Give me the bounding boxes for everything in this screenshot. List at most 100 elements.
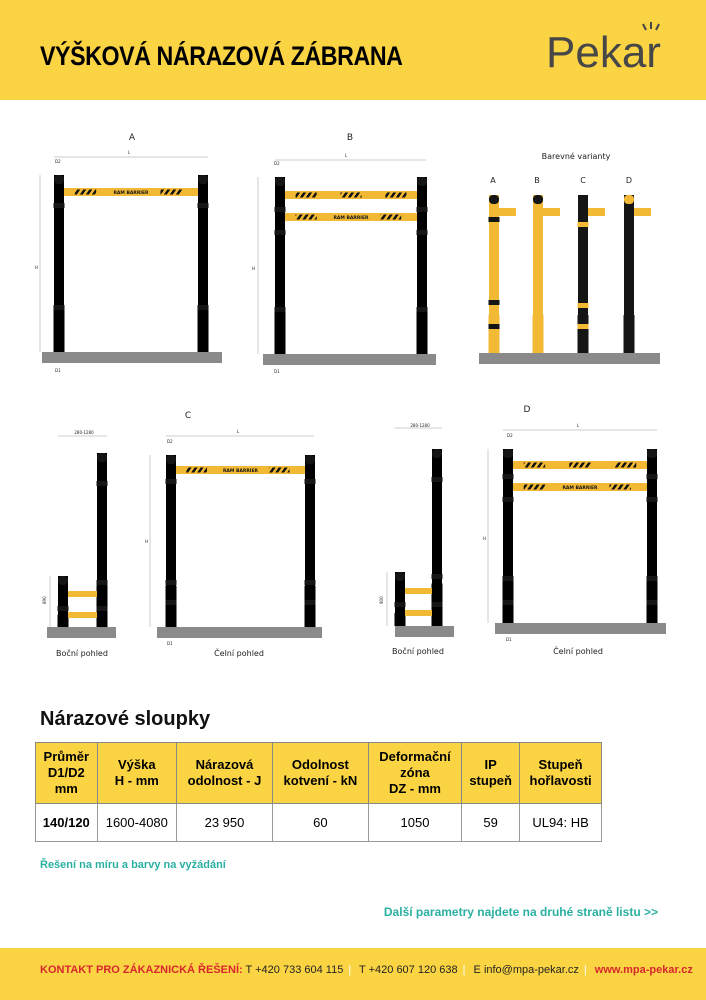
hazard-stripes bbox=[160, 189, 182, 195]
diagram-label-b: B bbox=[347, 133, 353, 143]
post-band bbox=[502, 497, 514, 502]
post-band bbox=[646, 600, 658, 605]
hazard-stripes bbox=[295, 214, 317, 220]
cell-anchoring: 60 bbox=[271, 803, 369, 842]
dim-d1-d: D1 bbox=[506, 637, 512, 642]
post-band bbox=[646, 474, 658, 479]
side-view-caption-1: Boční pohled bbox=[56, 648, 108, 658]
post bbox=[275, 177, 285, 354]
front-view-caption-2: Čelní pohled bbox=[553, 645, 603, 656]
post-band bbox=[304, 600, 316, 605]
side-rail bbox=[405, 610, 432, 616]
header-line: Výška bbox=[118, 757, 156, 772]
post-cap bbox=[275, 177, 285, 186]
side-rail bbox=[405, 588, 432, 594]
post bbox=[417, 177, 427, 354]
more-parameters-link[interactable]: Další parametry najdete na druhé straně … bbox=[383, 905, 658, 919]
post-base-sleeve bbox=[416, 311, 428, 354]
post-base-sleeve bbox=[532, 315, 544, 353]
post-cap bbox=[305, 455, 315, 464]
post-base-sleeve bbox=[577, 315, 589, 353]
arm-stub bbox=[498, 208, 516, 216]
post-band bbox=[96, 606, 108, 611]
section-title: Nárazové sloupky bbox=[40, 708, 211, 730]
color-variant-c: C bbox=[580, 176, 586, 185]
post-band bbox=[394, 602, 406, 607]
dim-l-d: L bbox=[577, 423, 580, 428]
dim-h-c: H bbox=[145, 539, 148, 544]
post-band bbox=[53, 305, 65, 310]
footer-contact: KONTAKT PRO ZÁKAZNICKÁ ŘEŠENÍ: T +420 73… bbox=[40, 964, 693, 976]
post-base-sleeve bbox=[394, 613, 406, 626]
side-rail bbox=[68, 591, 97, 597]
post-cap bbox=[54, 175, 64, 184]
post-band bbox=[431, 602, 443, 607]
beam-label: RAM BARRIER bbox=[113, 190, 149, 196]
side-rail bbox=[68, 612, 97, 618]
post-band bbox=[502, 576, 514, 581]
arm-stub bbox=[542, 208, 560, 216]
arm-stub bbox=[633, 208, 651, 216]
post-band bbox=[416, 230, 428, 235]
email[interactable]: E info@mpa-pekar.cz bbox=[473, 964, 579, 976]
hazard-stripes bbox=[74, 189, 97, 195]
phone-1[interactable]: T +420 733 604 115 bbox=[245, 964, 344, 976]
dim-h-d: H bbox=[483, 536, 486, 541]
header-line: Nárazová bbox=[195, 757, 254, 772]
table-row: 140/120 1600-4080 23 950 60 1050 59 UL94… bbox=[35, 803, 602, 842]
post-band bbox=[577, 303, 589, 308]
post-base-sleeve bbox=[304, 585, 316, 627]
cell-height: 1600-4080 bbox=[96, 803, 178, 842]
barrier-beam bbox=[176, 466, 305, 474]
phone-2[interactable]: T +420 607 120 638 bbox=[359, 964, 458, 976]
ground-slab bbox=[395, 626, 454, 637]
dim-d2-a: D2 bbox=[55, 159, 61, 164]
post-band bbox=[502, 600, 514, 605]
custom-solution-note: Řešení na míru a barvy na vyžádání bbox=[40, 859, 226, 871]
side-height-d: 900 bbox=[379, 596, 384, 604]
post-band bbox=[416, 207, 428, 212]
post bbox=[58, 576, 68, 627]
post-band bbox=[304, 580, 316, 585]
dim-h-b: H bbox=[252, 266, 255, 271]
post bbox=[97, 453, 107, 627]
post-cap bbox=[647, 449, 657, 458]
hazard-stripes bbox=[523, 462, 546, 468]
hazard-stripes bbox=[186, 467, 207, 473]
post-band bbox=[646, 576, 658, 581]
post-band bbox=[646, 497, 658, 502]
pekar-logo: Pekar bbox=[546, 28, 661, 77]
website-link[interactable]: www.mpa-pekar.cz bbox=[594, 964, 693, 976]
diagram-label-d: D bbox=[524, 405, 531, 415]
post-base-sleeve bbox=[197, 309, 209, 352]
post-band bbox=[197, 203, 209, 208]
cell-deformation: 1050 bbox=[367, 803, 463, 842]
post-band bbox=[416, 307, 428, 312]
post bbox=[198, 175, 208, 352]
post-band bbox=[96, 580, 108, 585]
color-variant-b: B bbox=[534, 176, 540, 185]
header-line: Průměr bbox=[43, 749, 90, 764]
header-line: stupeň bbox=[469, 773, 512, 788]
hazard-stripes bbox=[614, 462, 637, 468]
color-variant-d: D bbox=[626, 176, 632, 185]
post-cap bbox=[533, 195, 543, 204]
ground-slab bbox=[42, 352, 222, 363]
post-base-sleeve bbox=[488, 315, 500, 353]
footer-band bbox=[0, 948, 706, 1000]
post-band bbox=[274, 207, 286, 212]
header-band: VÝŠKOVÁ NÁRAZOVÁ ZÁBRANA Pekar bbox=[0, 0, 706, 100]
separator: | bbox=[348, 964, 352, 976]
post-band bbox=[165, 580, 177, 585]
post-band bbox=[197, 305, 209, 310]
post-cap bbox=[578, 195, 588, 204]
cell-flammability: UL94: HB bbox=[519, 803, 602, 842]
dim-d2-d: D2 bbox=[507, 433, 513, 438]
page-title: VÝŠKOVÁ NÁRAZOVÁ ZÁBRANA bbox=[40, 41, 403, 71]
color-variants-title: Barevné varianty bbox=[542, 151, 611, 161]
